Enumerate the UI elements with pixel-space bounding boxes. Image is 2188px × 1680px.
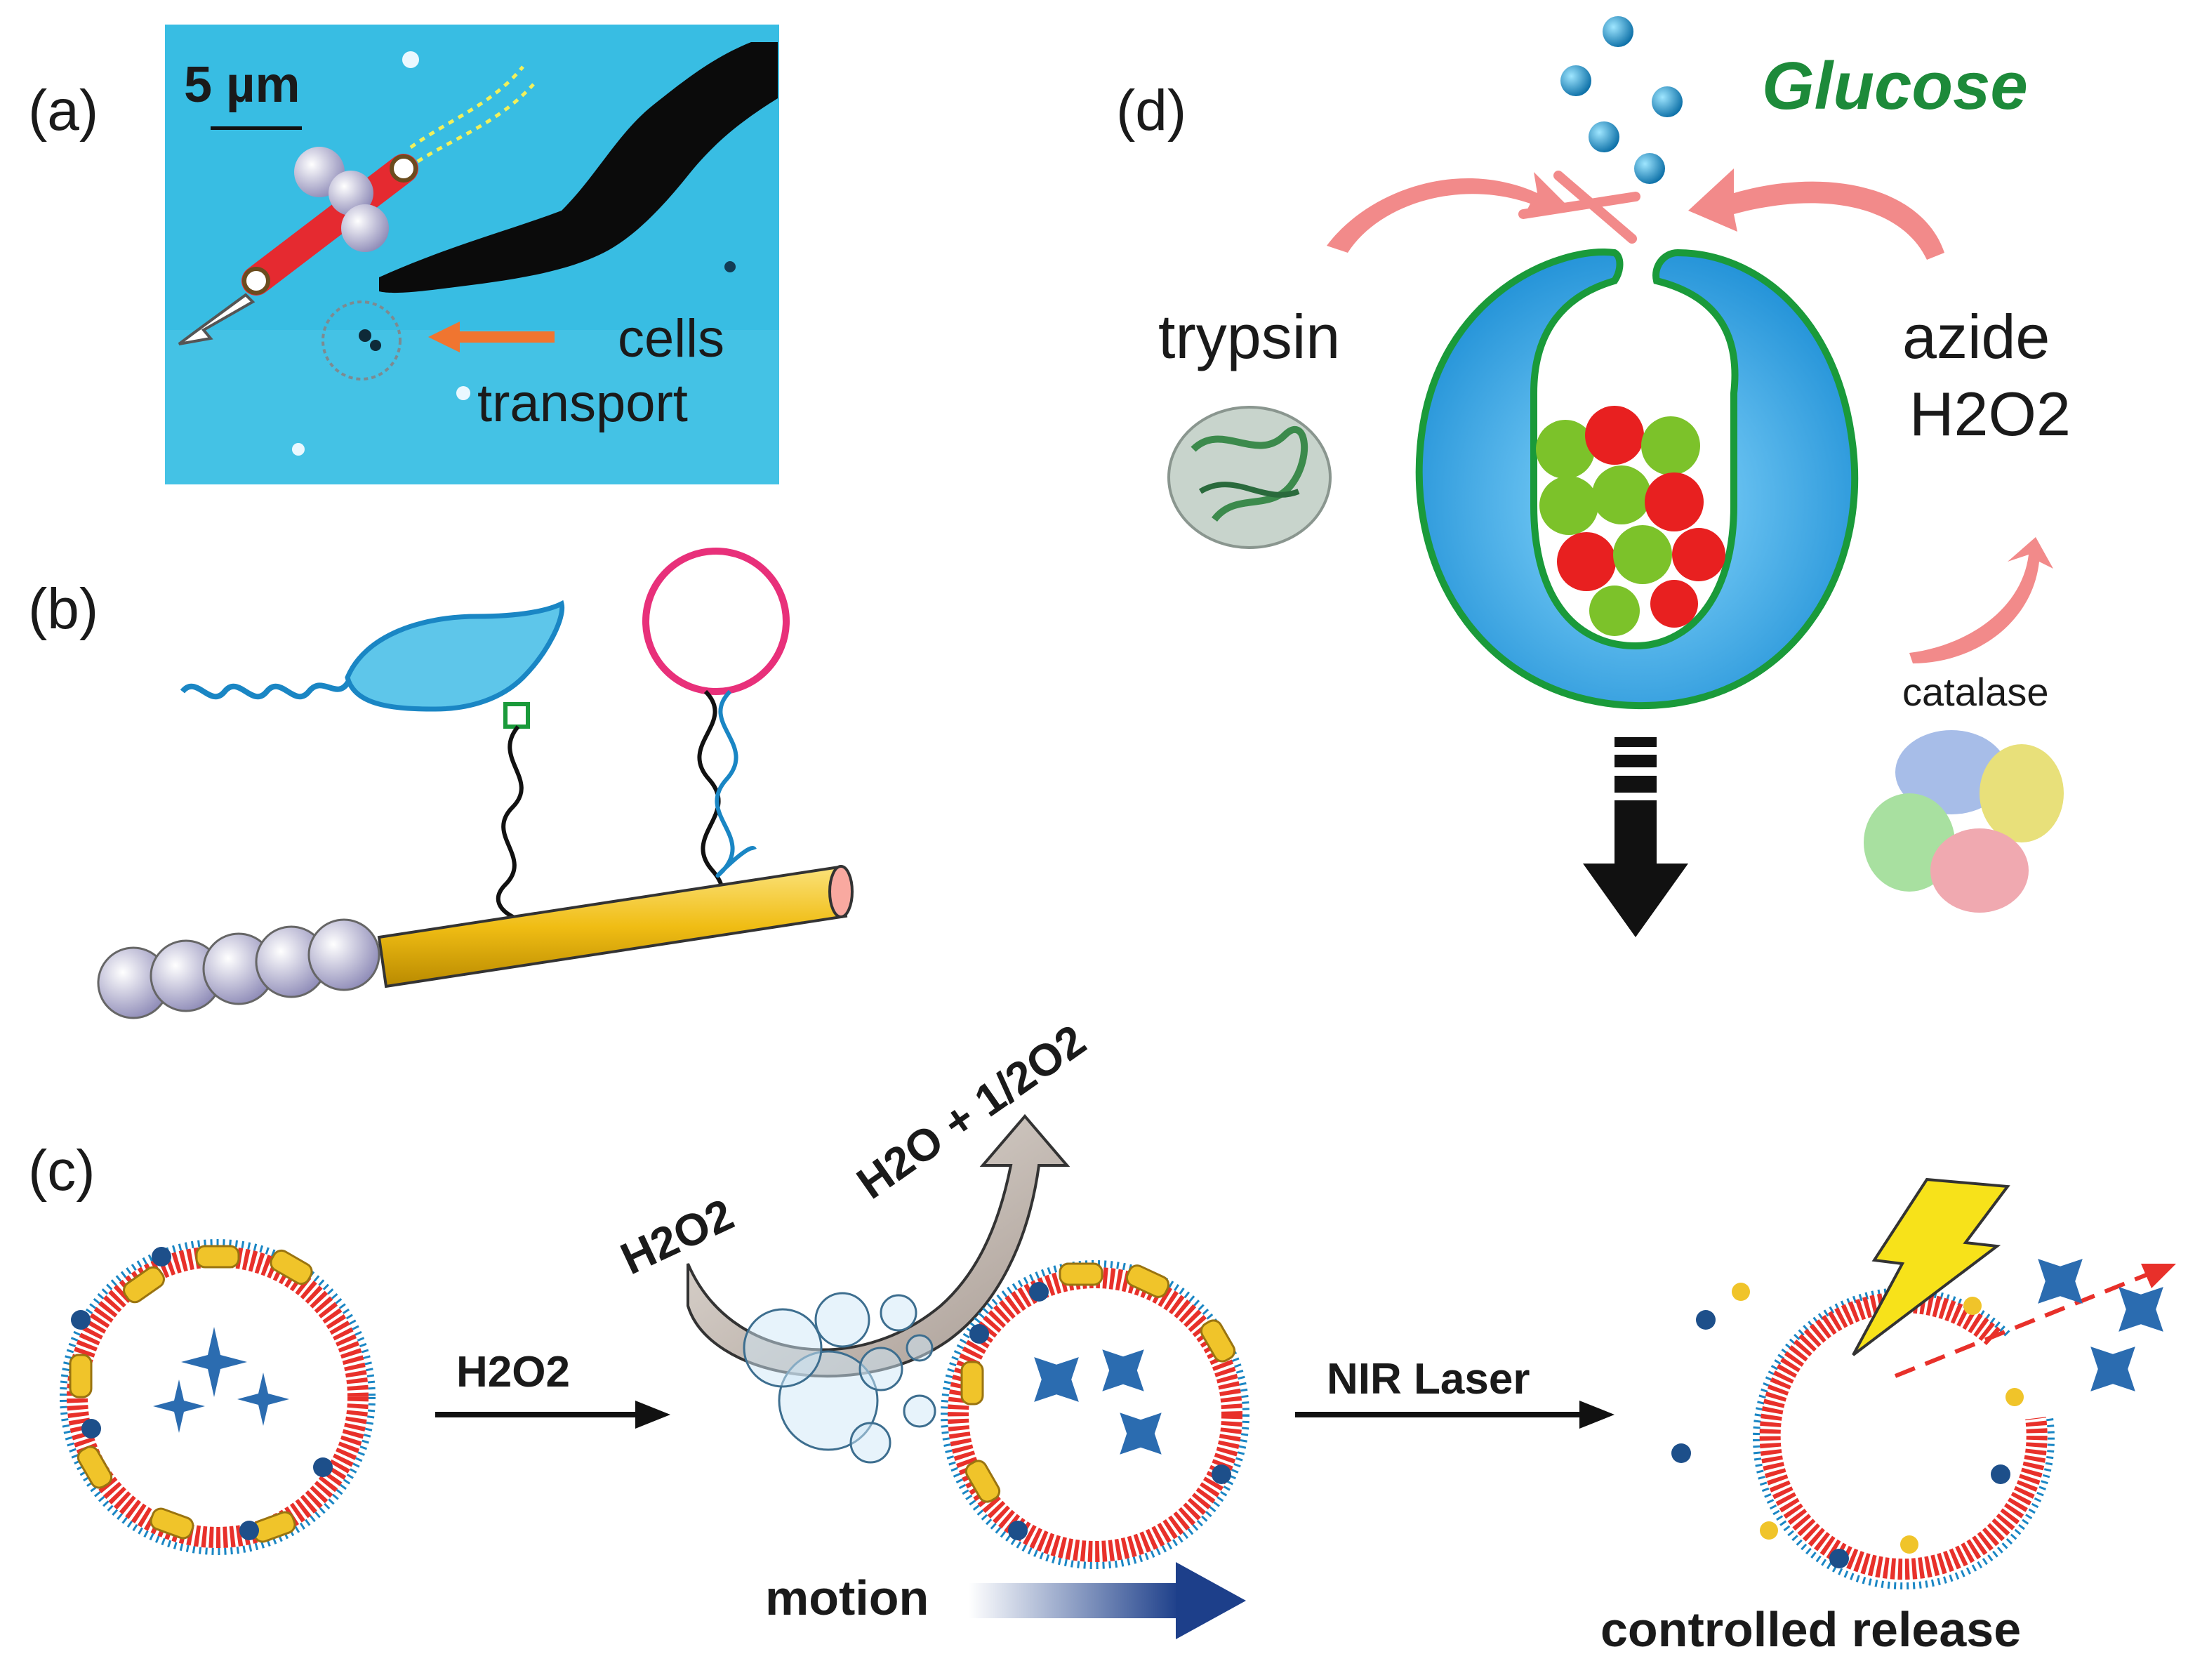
controlled-release-label: controlled release	[1600, 1602, 2021, 1657]
cell-trail	[409, 65, 535, 164]
arrow-nir-label: NIR Laser	[1327, 1355, 1530, 1403]
trypsin-arrow	[1327, 172, 1572, 253]
cargo-stars	[1034, 1349, 1162, 1455]
catalase-label: catalase	[1902, 670, 2049, 714]
h2o2-label: H2O2	[1909, 379, 2071, 449]
azide-label: azide	[1902, 302, 2050, 371]
panel-label-a: (a)	[28, 79, 98, 143]
panel-b	[97, 548, 854, 1019]
transport-label: transport	[477, 373, 688, 433]
glucose-label: Glucose	[1762, 48, 2028, 124]
target-cell	[359, 329, 371, 342]
propulsion-direction-arrow	[1583, 737, 1688, 937]
linker-strand	[496, 725, 543, 925]
trypsin-structure	[1167, 406, 1332, 549]
lightning-icon	[1852, 1177, 2010, 1356]
panel-label-b: (b)	[28, 577, 98, 641]
cells-pointer-arrow	[428, 322, 555, 352]
motion-direction-arrow	[178, 293, 256, 345]
scale-bar	[211, 126, 302, 130]
azide-arrow	[1688, 168, 1944, 260]
speck	[292, 443, 305, 456]
liposome	[642, 548, 790, 695]
cargo-stars	[153, 1327, 289, 1433]
panel-a: 5 µm cells transport	[165, 25, 779, 484]
product-label: H2O + 1/2O2	[848, 1014, 1095, 1208]
linker-square	[503, 702, 530, 729]
fuel-h2o2-label: H2O2	[614, 1189, 741, 1284]
speck	[724, 261, 736, 272]
released-cargo-stars	[2038, 1259, 2163, 1391]
panel-d: Glucose	[1158, 16, 2071, 937]
enzyme-cargo	[1536, 406, 1725, 636]
trypsin-label: trypsin	[1158, 302, 1340, 371]
dna-strand-blue	[715, 689, 757, 878]
bead-chain	[97, 918, 380, 1019]
reaction-arrow-h2o2	[435, 1401, 670, 1429]
catalase-arrow	[1909, 537, 2053, 663]
stomatocyte-capsule	[1415, 249, 1859, 710]
catalase-structure	[1864, 730, 2064, 913]
vesicle-moving	[941, 1260, 1249, 1569]
microtube-motor	[241, 147, 418, 296]
oxygen-bubbles	[743, 1292, 936, 1464]
glucose-molecules	[1560, 16, 1683, 184]
dark-fiber	[379, 42, 778, 293]
panel-label-d: (d)	[1116, 79, 1186, 143]
motion-arrow	[969, 1562, 1246, 1639]
scale-bar-label: 5 µm	[184, 57, 300, 113]
motion-label: motion	[765, 1570, 929, 1625]
target-cell-ring	[321, 300, 402, 381]
cells-label: cells	[618, 309, 724, 369]
panel-c: H2O2 H2O2 H2O + 1/2O2	[60, 1014, 2176, 1657]
arrow-h2o2-label: H2O2	[456, 1348, 570, 1396]
reaction-arrow-nir	[1295, 1401, 1615, 1429]
sperm-cell-body	[345, 600, 565, 712]
block-cross-icon	[1518, 171, 1640, 244]
vesicle-closed	[60, 1239, 376, 1555]
panel-label-c: (c)	[28, 1139, 95, 1203]
target-cell	[370, 340, 381, 351]
speck	[456, 386, 470, 400]
release-laser-arrow	[1894, 1264, 2176, 1378]
vesicle-opened	[1671, 1283, 2055, 1589]
micrograph-bottom-tone	[165, 330, 779, 484]
sperm-flagellum	[180, 679, 352, 700]
speck	[402, 51, 419, 68]
nanorod	[377, 865, 854, 988]
